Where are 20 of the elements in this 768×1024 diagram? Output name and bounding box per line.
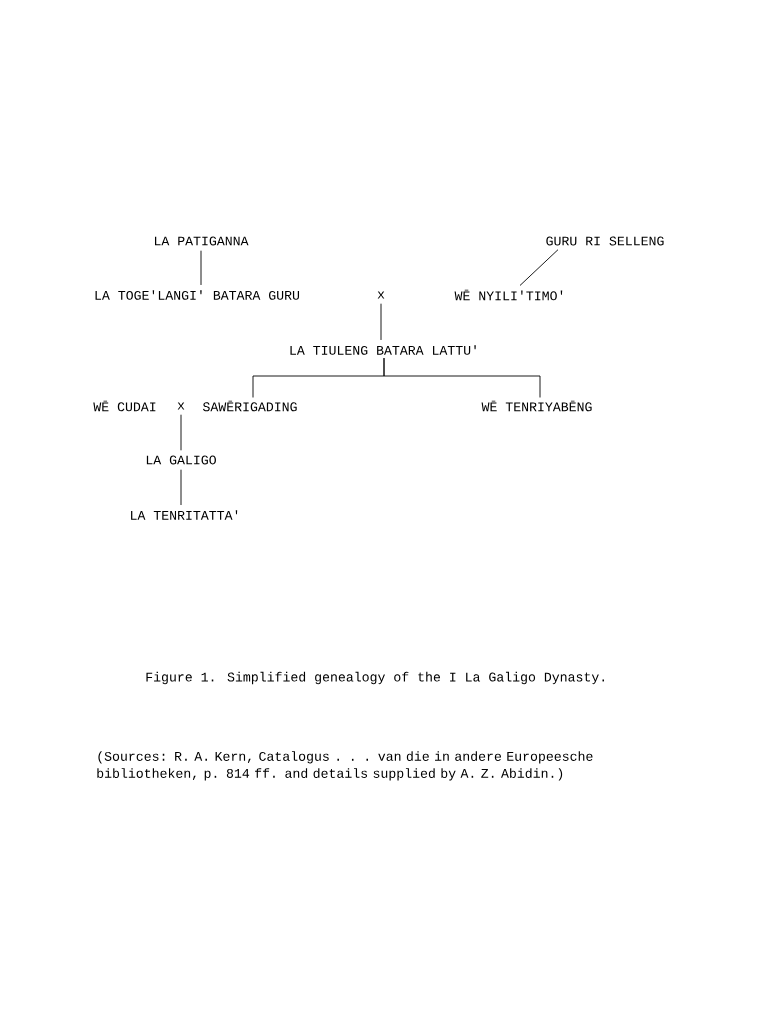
name-text: SAWĒRIGADING	[203, 400, 297, 412]
lineage-line	[380, 303, 382, 341]
name-text: GURU RI SELLENG	[546, 236, 664, 246]
name-text: LA GALIGO	[146, 455, 216, 465]
name-text: LA TENRITATTA'	[131, 510, 238, 520]
marriage-sign: x	[377, 291, 385, 299]
lineage-line	[180, 469, 182, 506]
lineage-line	[200, 250, 202, 286]
source-note: (Sources: R. A. Kern, Catalogus . . . van die in andere Europeesche bibliotheken, p. 814 ff. and details supplied by A. Z. Abidin.)	[97, 751, 593, 781]
marriage-sign: x	[177, 402, 185, 410]
lineage-line	[180, 414, 182, 451]
name-text: LA TOGE'LANGI' BATARA GURU	[95, 290, 299, 300]
name-text: WĒ CUDAI	[93, 400, 156, 412]
name-text: WĒ TENRIYABĒNG	[481, 400, 592, 412]
name-text: LA PATIGANNA	[155, 236, 249, 246]
lineage-line	[519, 249, 559, 286]
lineage-line	[383, 357, 541, 398]
figure-caption: Figure 1. Simplified genealogy of the I La Galigo Dynasty.	[146, 671, 604, 685]
name-text: LA TIULENG BATARA LATTU'	[290, 345, 476, 355]
name-text: WĒ NYILI'TIMO'	[454, 289, 563, 301]
